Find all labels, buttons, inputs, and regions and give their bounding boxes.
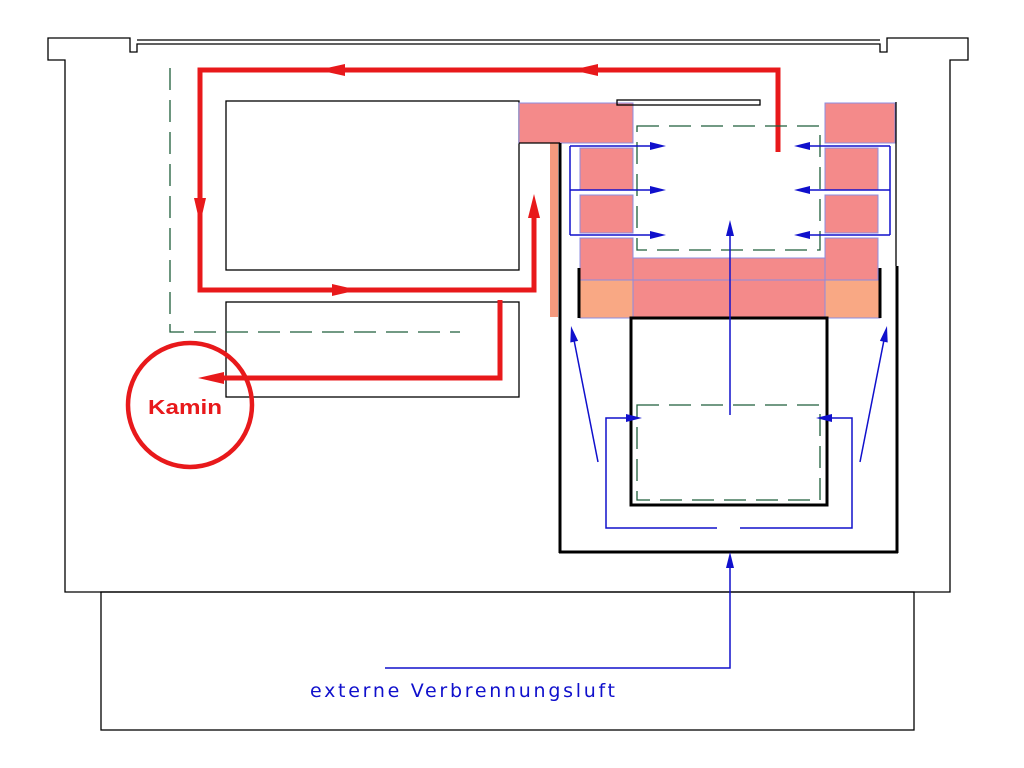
external-air-supply-line xyxy=(385,566,731,669)
flue-arrow-right xyxy=(332,284,358,296)
flue-arrow-left-1 xyxy=(318,64,345,76)
stove-base xyxy=(100,591,915,731)
brick-floor-right-end xyxy=(824,279,881,319)
air-path-lower-left xyxy=(605,417,717,529)
external-air-arrow-up xyxy=(726,552,734,568)
flue-gas-path-to-chimney xyxy=(215,300,503,381)
flue-gas-path-main xyxy=(197,67,781,293)
air-arrow-left-1 xyxy=(650,142,666,150)
flue-arrow-up xyxy=(528,194,540,218)
brick-top-left xyxy=(518,102,634,144)
chimney-label: Kamin xyxy=(148,397,222,419)
ash-chamber xyxy=(629,316,829,507)
air-arrow-diagonal-right xyxy=(879,326,888,343)
air-path-lower-right xyxy=(740,417,853,529)
brick-right-1 xyxy=(824,147,879,191)
ash-drawer-dashed xyxy=(636,404,821,501)
air-arrow-right-3 xyxy=(794,231,810,239)
combustion-chamber-dashed xyxy=(636,125,821,251)
brick-floor-left-end xyxy=(579,279,634,319)
brick-floor-lower xyxy=(632,279,826,319)
air-arrow-right-2 xyxy=(794,186,810,194)
oven-compartment xyxy=(225,100,520,271)
brick-strip xyxy=(550,143,558,317)
brick-floor-upper xyxy=(632,257,826,281)
air-path-diagonal-left xyxy=(573,339,599,463)
flue-arrow-down xyxy=(194,198,206,224)
chimney-circle xyxy=(125,340,255,470)
air-arrow-diagonal-left xyxy=(570,326,579,343)
brick-left-1 xyxy=(579,147,634,191)
brick-right-3 xyxy=(824,237,879,281)
brick-top-right xyxy=(824,102,896,144)
air-arrow-left-2 xyxy=(650,186,666,194)
brick-right-2 xyxy=(824,194,879,234)
air-path-diagonal-right xyxy=(859,339,885,463)
air-arrow-center-up xyxy=(726,220,734,236)
brick-left-2 xyxy=(579,194,634,234)
air-arrow-right-1 xyxy=(794,142,810,150)
air-arrow-left-3 xyxy=(650,231,666,239)
stove-body-outline xyxy=(47,37,969,593)
flue-arrow-to-chimney xyxy=(198,372,224,384)
lower-compartment xyxy=(225,301,520,398)
air-arrow-lower-left xyxy=(626,414,642,422)
external-air-label: externe Verbrennungsluft xyxy=(310,680,615,702)
brick-left-3 xyxy=(579,237,634,281)
air-arrow-lower-right xyxy=(816,414,832,422)
top-slot xyxy=(616,99,761,106)
flue-channel-dashed-outline xyxy=(169,68,460,333)
flue-arrow-left-2 xyxy=(572,64,598,76)
